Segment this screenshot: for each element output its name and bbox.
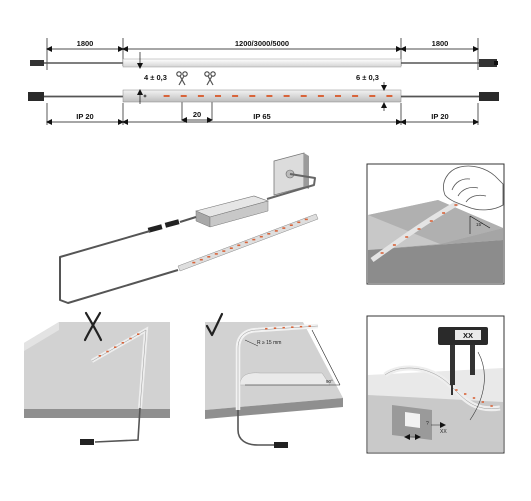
led-dot <box>304 218 308 221</box>
led-dot <box>137 333 140 335</box>
led-dot <box>442 212 446 214</box>
dc-connector <box>164 219 180 228</box>
led-dot <box>274 230 278 232</box>
mains-cable <box>266 173 316 200</box>
strip-feed-cable <box>59 230 179 304</box>
led-dot <box>214 253 218 255</box>
channel-width-label: XX <box>440 429 447 435</box>
bend-radius-label: R ≥ 15 mm <box>257 340 281 346</box>
strip-width-label: 4 ± 0,3 <box>144 73 167 82</box>
led-dot <box>106 350 109 353</box>
scissors-icon <box>204 71 216 86</box>
led-dot <box>244 241 248 244</box>
led-dot <box>207 256 211 258</box>
led-dot <box>300 95 307 97</box>
led-dot <box>283 95 290 97</box>
cut-interval-label: 20 <box>193 110 201 119</box>
led-dot <box>249 95 256 97</box>
led-dot <box>369 95 376 97</box>
measure-led-dots <box>455 389 493 407</box>
installation-overview <box>59 152 319 304</box>
led-dot <box>455 389 458 391</box>
extension-lines <box>46 38 479 125</box>
led-dot <box>335 95 341 97</box>
led-dot <box>308 325 311 327</box>
led-dot <box>429 220 433 222</box>
channel-depth-label: ? <box>426 421 429 427</box>
measure-panel: XX ? XX <box>366 315 505 454</box>
right-cable-length: 1800 <box>432 39 449 48</box>
correct-connector <box>274 442 288 448</box>
press-in-panel: 15° <box>366 163 505 285</box>
led-dot <box>215 95 221 97</box>
led-dot <box>405 236 409 238</box>
led-dot <box>222 250 226 252</box>
led-dot <box>259 235 263 238</box>
led-dot <box>386 95 393 97</box>
press-led-dots <box>380 204 458 254</box>
led-dot <box>114 346 117 348</box>
wrong-connector <box>80 439 94 445</box>
caliper-icon <box>438 327 488 395</box>
led-dot <box>129 337 132 340</box>
strip-length-options: 1200/3000/5000 <box>235 39 289 48</box>
led-dot <box>490 405 493 407</box>
correct-led-dots <box>265 325 311 330</box>
led-dot <box>317 95 324 97</box>
led-dot <box>121 342 124 344</box>
led-dot <box>472 397 476 399</box>
led-dot <box>297 221 301 224</box>
led-dot <box>197 95 204 97</box>
led-dot <box>163 95 170 97</box>
led-dot <box>352 95 359 97</box>
led-dot <box>417 228 421 230</box>
wrong-panel-face <box>24 322 170 409</box>
led-dot <box>282 227 286 229</box>
led-dot <box>291 326 294 328</box>
led-dot <box>380 252 384 254</box>
scissors-icon <box>176 71 188 86</box>
caliper-reading: XX <box>463 331 473 340</box>
led-dot <box>229 247 233 249</box>
led-dot <box>232 95 239 97</box>
left-end-ip-rating: IP 20 <box>76 112 93 121</box>
led-dot <box>481 401 484 403</box>
wrong-x-icon <box>83 311 103 342</box>
led-dot <box>98 355 101 357</box>
press-angle-label: 15° <box>476 222 483 227</box>
hand-illustration <box>443 165 504 211</box>
correct-bend-panel: R ≥ 15 mm 90° <box>205 312 343 448</box>
led-dot <box>464 393 467 395</box>
strip-side-view <box>28 89 499 103</box>
correct-panel-face <box>205 322 343 410</box>
led-dot <box>180 95 187 97</box>
overview-led-dots <box>192 218 308 264</box>
wrong-bend-panel <box>24 311 170 445</box>
side-view-led-dots <box>163 95 393 97</box>
right-end-ip-rating: IP 20 <box>431 112 448 121</box>
led-dot <box>282 326 285 329</box>
led-dot <box>252 238 256 241</box>
left-cable-length: 1800 <box>77 39 94 48</box>
wrong-led-dots <box>98 333 140 357</box>
strip-height-label: 6 ± 0,3 <box>356 73 379 82</box>
led-dot <box>273 327 277 329</box>
led-dot <box>237 244 241 247</box>
strip-ip-rating: IP 65 <box>253 112 270 121</box>
led-driver <box>195 195 269 228</box>
led-dot <box>192 261 196 264</box>
correct-check-icon <box>205 312 224 337</box>
top-dimension-drawing: 1800 1200/3000/5000 1800 4 ± 0,3 6 <box>28 38 499 125</box>
bend-angle-label: 90° <box>326 379 333 384</box>
led-dot <box>392 244 396 246</box>
led-dot <box>454 204 458 206</box>
strip-top-view <box>30 58 498 68</box>
led-dot <box>289 224 293 226</box>
led-dot <box>299 325 303 328</box>
led-dot <box>266 95 273 97</box>
led-dot <box>199 258 203 261</box>
led-dot <box>265 327 268 330</box>
led-dot <box>267 233 271 235</box>
